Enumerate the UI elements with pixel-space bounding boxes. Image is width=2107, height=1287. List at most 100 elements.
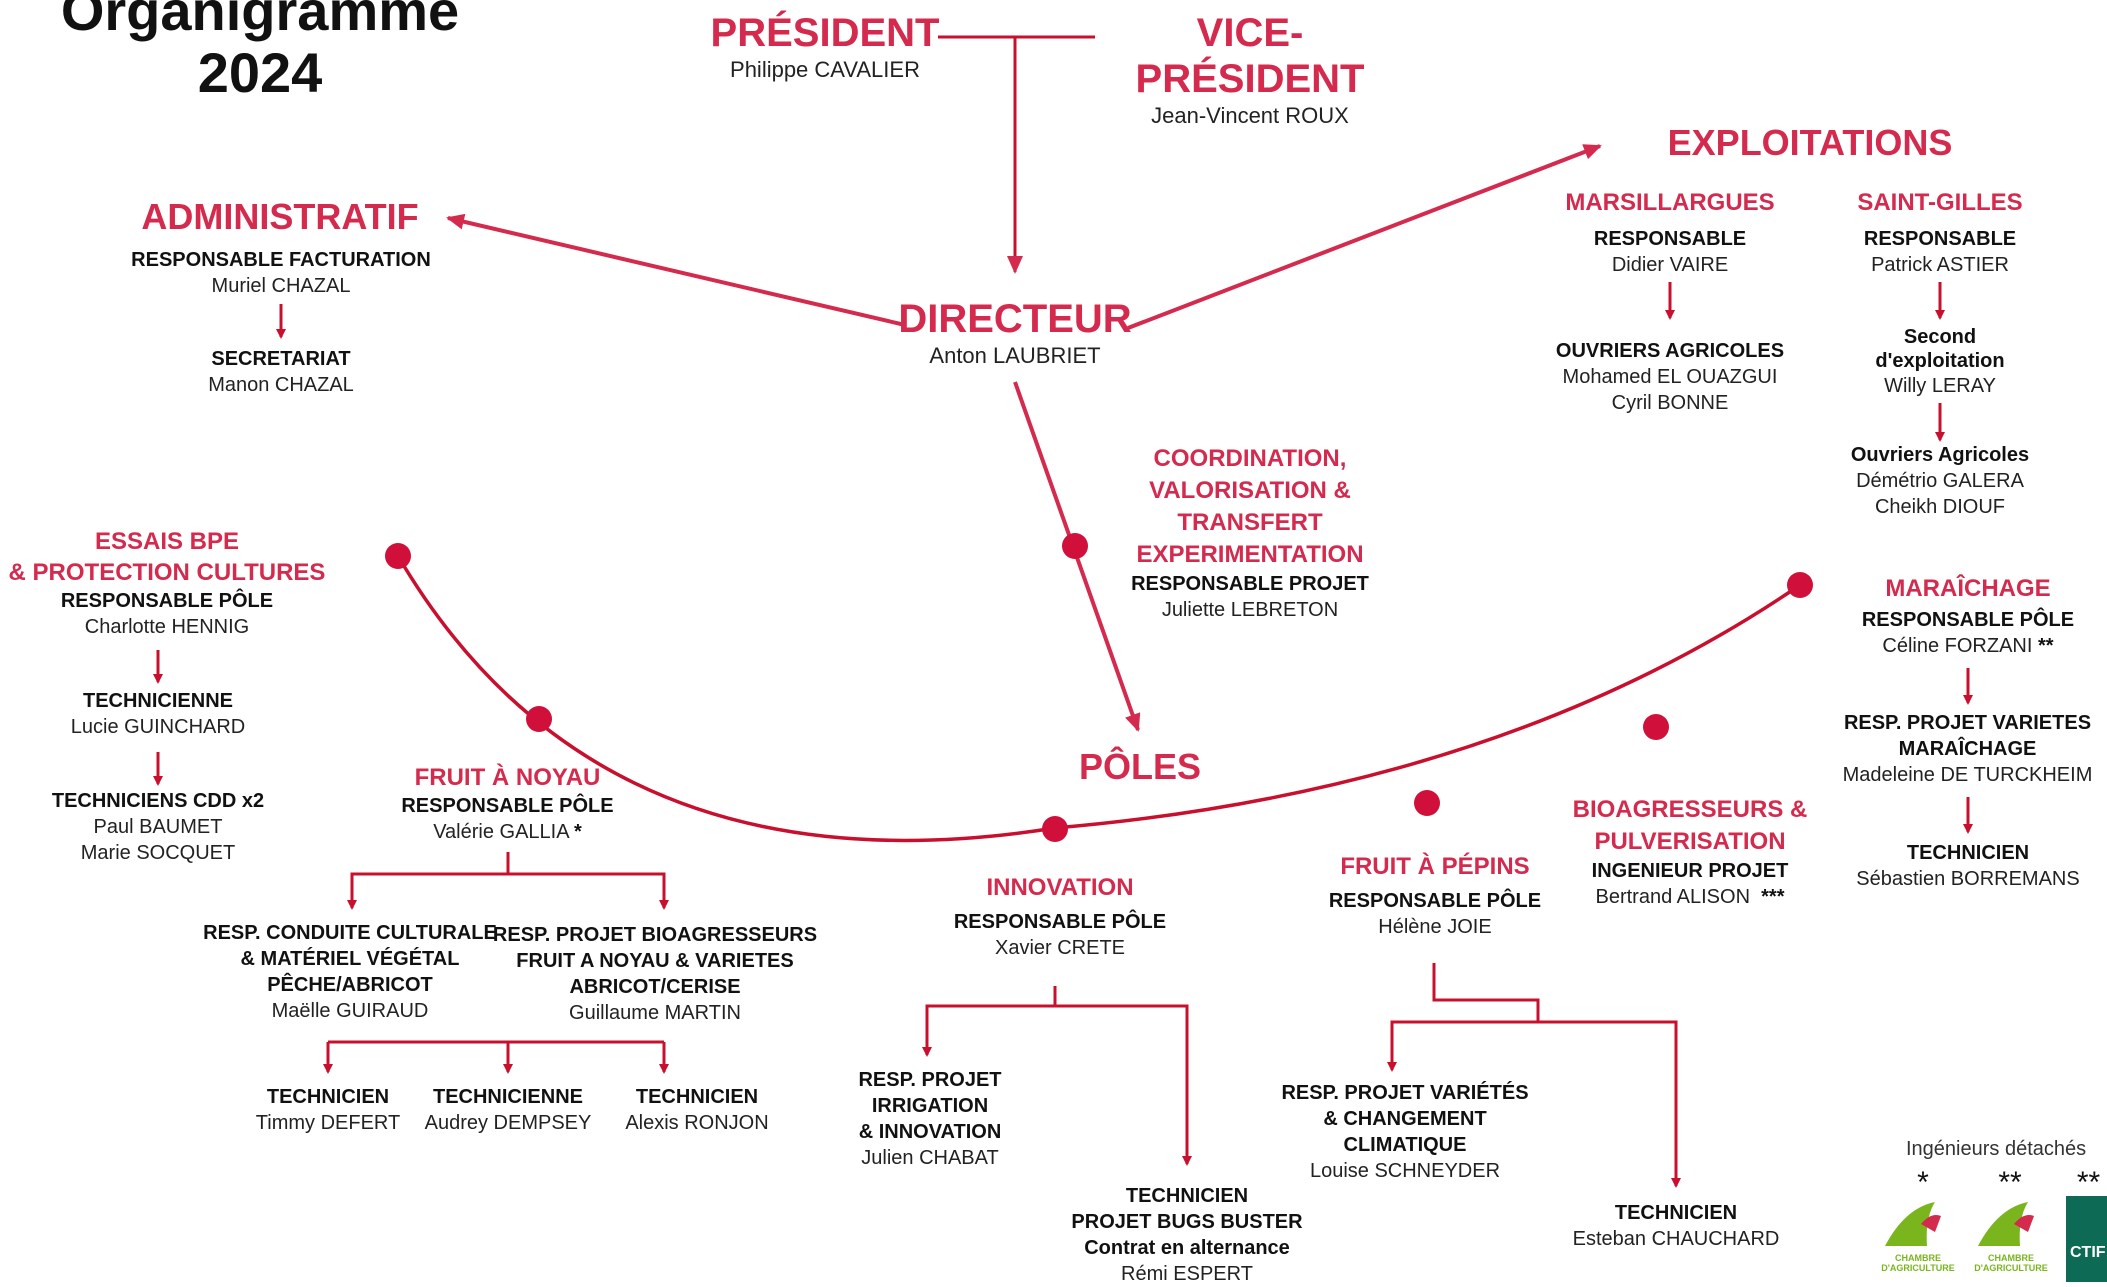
- logo1-l1: CHAMBRE: [1895, 1253, 1941, 1263]
- logo2-l1: CHAMBRE: [1988, 1253, 2034, 1263]
- bio-line2: PULVERISATION: [1594, 828, 1786, 855]
- exploitations-heading: EXPLOITATIONS: [1667, 122, 1953, 163]
- mar-r1-name: Céline FORZANI: [1882, 635, 2033, 657]
- noyau-mark: *: [574, 821, 582, 843]
- essais-node: ESSAIS BPE & PROTECTION CULTURES RESPONS…: [0, 526, 334, 640]
- logo1-l2: D'AGRICULTURE: [1881, 1263, 1955, 1273]
- mar-r2-name: Madeleine DE TURCKHEIM: [1842, 764, 2093, 786]
- directeur-role: DIRECTEUR: [898, 297, 1132, 341]
- noyau-node: FRUIT À NOYAU RESPONSABLE PÔLE Valérie G…: [370, 763, 645, 845]
- administratif-heading: ADMINISTRATIF: [141, 196, 419, 237]
- essais-r3-name1: Paul BAUMET: [93, 816, 223, 838]
- directeur-name: Anton LAUBRIET: [929, 343, 1101, 368]
- marsillargues-node: MARSILLARGUES RESPONSABLE Didier VAIRE: [1530, 188, 1810, 278]
- mark-2: **: [1998, 1166, 2022, 1199]
- pepins-left-name: Louise SCHNEYDER: [1309, 1160, 1501, 1182]
- essais-r1-name: Charlotte HENNIG: [84, 616, 250, 638]
- arc-dot-bio: [1643, 714, 1669, 740]
- innovation-heading: INNOVATION: [986, 874, 1134, 901]
- noyau-right-l3: ABRICOT/CERISE: [569, 976, 741, 998]
- coordination-line1: COORDINATION,: [1153, 445, 1347, 472]
- mars-r1-role: RESPONSABLE: [1593, 228, 1747, 250]
- essais-r1-role: RESPONSABLE PÔLE: [60, 590, 274, 612]
- pepins-node: FRUIT À PÉPINS RESPONSABLE PÔLE Hélène J…: [1300, 852, 1570, 940]
- mars-r2-role: OUVRIERS AGRICOLES: [1555, 340, 1785, 362]
- noyau-right: RESP. PROJET BIOAGRESSEURS FRUIT A NOYAU…: [490, 922, 820, 1026]
- coordination-node: COORDINATION, VALORISATION & TRANSFERT E…: [1110, 443, 1390, 623]
- coordination-line2: VALORISATION &: [1149, 477, 1351, 504]
- chambre-logo-2-icon: [1978, 1202, 2034, 1246]
- noyau-t1-role: TECHNICIEN: [266, 1086, 390, 1108]
- noyau-heading: FRUIT À NOYAU: [414, 764, 601, 791]
- logo2-l2: D'AGRICULTURE: [1974, 1263, 2048, 1273]
- mar-r1-role: RESPONSABLE PÔLE: [1861, 609, 2075, 631]
- essais-r3-role: TECHNICIENS CDD x2: [51, 790, 265, 812]
- saint-gilles-node: SAINT-GILLES RESPONSABLE Patrick ASTIER: [1830, 188, 2050, 278]
- innovation-role: RESPONSABLE PÔLE: [953, 911, 1167, 933]
- innovation-right-l3: Contrat en alternance: [1084, 1237, 1290, 1259]
- noyau-t3-name: Alexis RONJON: [625, 1112, 769, 1134]
- mar-r3: TECHNICIEN Sébastien BORREMANS: [1838, 840, 2098, 892]
- essais-line1: ESSAIS BPE: [94, 528, 240, 555]
- sg-r2: Second d'exploitation Willy LERAY: [1830, 325, 2050, 399]
- bio-name: Bertrand ALISON: [1595, 886, 1751, 908]
- sg-r1-role: RESPONSABLE: [1863, 228, 2017, 250]
- innovation-left-l2: IRRIGATION: [871, 1095, 989, 1117]
- vice-president-role: VICE-PRÉSIDENT: [1135, 11, 1365, 101]
- president-node: PRÉSIDENT Philippe CAVALIER: [700, 10, 950, 83]
- exploitations-node: EXPLOITATIONS: [1610, 122, 2010, 164]
- mar-r2: RESP. PROJET VARIETES MARAÎCHAGE Madelei…: [1828, 710, 2107, 788]
- admin-r2-name: Manon CHAZAL: [208, 374, 354, 396]
- admin-r2-role: SECRETARIAT: [211, 348, 351, 370]
- mar-r2-l2: MARAÎCHAGE: [1898, 738, 2037, 760]
- innovation-left-name: Julien CHABAT: [861, 1147, 999, 1169]
- maraichage-heading: MARAÎCHAGE: [1885, 575, 2051, 602]
- noyau-right-l2: FRUIT A NOYAU & VARIETES: [516, 950, 794, 972]
- mars-r2: OUVRIERS AGRICOLES Mohamed EL OUAZGUI Cy…: [1530, 338, 1810, 416]
- pepins-left-l3: CLIMATIQUE: [1343, 1134, 1467, 1156]
- pepins-tree: [1387, 963, 1540, 1072]
- sg-r2-role2: d'exploitation: [1875, 350, 2005, 372]
- essais-line2: & PROTECTION CULTURES: [8, 559, 326, 586]
- pepins-left-l1: RESP. PROJET VARIÉTÉS: [1281, 1082, 1529, 1104]
- noyau-left: RESP. CONDUITE CULTURALE & MATÉRIEL VÉGÉ…: [180, 920, 520, 1024]
- pepins-left-l2: & CHANGEMENT: [1323, 1108, 1487, 1130]
- admin-r1: RESPONSABLE FACTURATION Muriel CHAZAL: [121, 247, 441, 299]
- dir-exploit-arrow: [1127, 144, 1602, 330]
- innovation-left: RESP. PROJET IRRIGATION & INNOVATION Jul…: [830, 1067, 1030, 1171]
- sg-r3: Ouvriers Agricoles Démétrio GALERA Cheik…: [1830, 442, 2050, 520]
- noyau-t3-role: TECHNICIEN: [635, 1086, 759, 1108]
- title-line1: Organigramme: [60, 0, 460, 42]
- sg-r2-name: Willy LERAY: [1884, 375, 1996, 397]
- pepins-right: TECHNICIEN Esteban CHAUCHARD: [1546, 1200, 1806, 1252]
- detached-label: Ingénieurs détachés: [1906, 1138, 2087, 1160]
- noyau-tech-3: TECHNICIEN Alexis RONJON: [612, 1084, 782, 1136]
- noyau-tree-r: [508, 872, 669, 910]
- noyau-left-l1: RESP. CONDUITE CULTURALE: [203, 922, 497, 944]
- pepins-heading: FRUIT À PÉPINS: [1340, 853, 1530, 880]
- mar-r3-role: TECHNICIEN: [1906, 842, 2030, 864]
- sg-r2-role1: Second: [1903, 326, 1977, 348]
- vice-president-node: VICE-PRÉSIDENT Jean-Vincent ROUX: [1100, 10, 1400, 129]
- innovation-right: TECHNICIEN PROJET BUGS BUSTER Contrat en…: [1057, 1183, 1317, 1287]
- essais-r3: TECHNICIENS CDD x2 Paul BAUMET Marie SOC…: [0, 788, 316, 866]
- innovation-left-l1: RESP. PROJET: [858, 1069, 1002, 1091]
- pepins-tree-r: [1538, 1020, 1681, 1188]
- innovation-node: INNOVATION RESPONSABLE PÔLE Xavier CRETE: [930, 873, 1190, 961]
- arc-dot-pepins: [1414, 790, 1440, 816]
- admin-r1-name: Muriel CHAZAL: [211, 275, 351, 297]
- administratif-node: ADMINISTRATIF: [120, 196, 440, 238]
- mark-3: **: [2076, 1166, 2101, 1199]
- innovation-name: Xavier CRETE: [994, 937, 1126, 959]
- arc-dot-innovation: [1042, 816, 1068, 842]
- coordination-line4: EXPERIMENTATION: [1136, 541, 1364, 568]
- pepins-right-name: Esteban CHAUCHARD: [1572, 1228, 1780, 1250]
- sg-r3-name2: Cheikh DIOUF: [1874, 496, 2006, 518]
- coordination-role: RESPONSABLE PROJET: [1131, 573, 1369, 595]
- noyau-t2-role: TECHNICIENNE: [432, 1086, 583, 1108]
- innovation-right-l1: TECHNICIEN: [1125, 1185, 1249, 1207]
- essais-r2: TECHNICIENNE Lucie GUINCHARD: [0, 688, 316, 740]
- poles-node: PÔLES: [1040, 746, 1240, 788]
- mar-r1-mark: **: [2038, 635, 2054, 657]
